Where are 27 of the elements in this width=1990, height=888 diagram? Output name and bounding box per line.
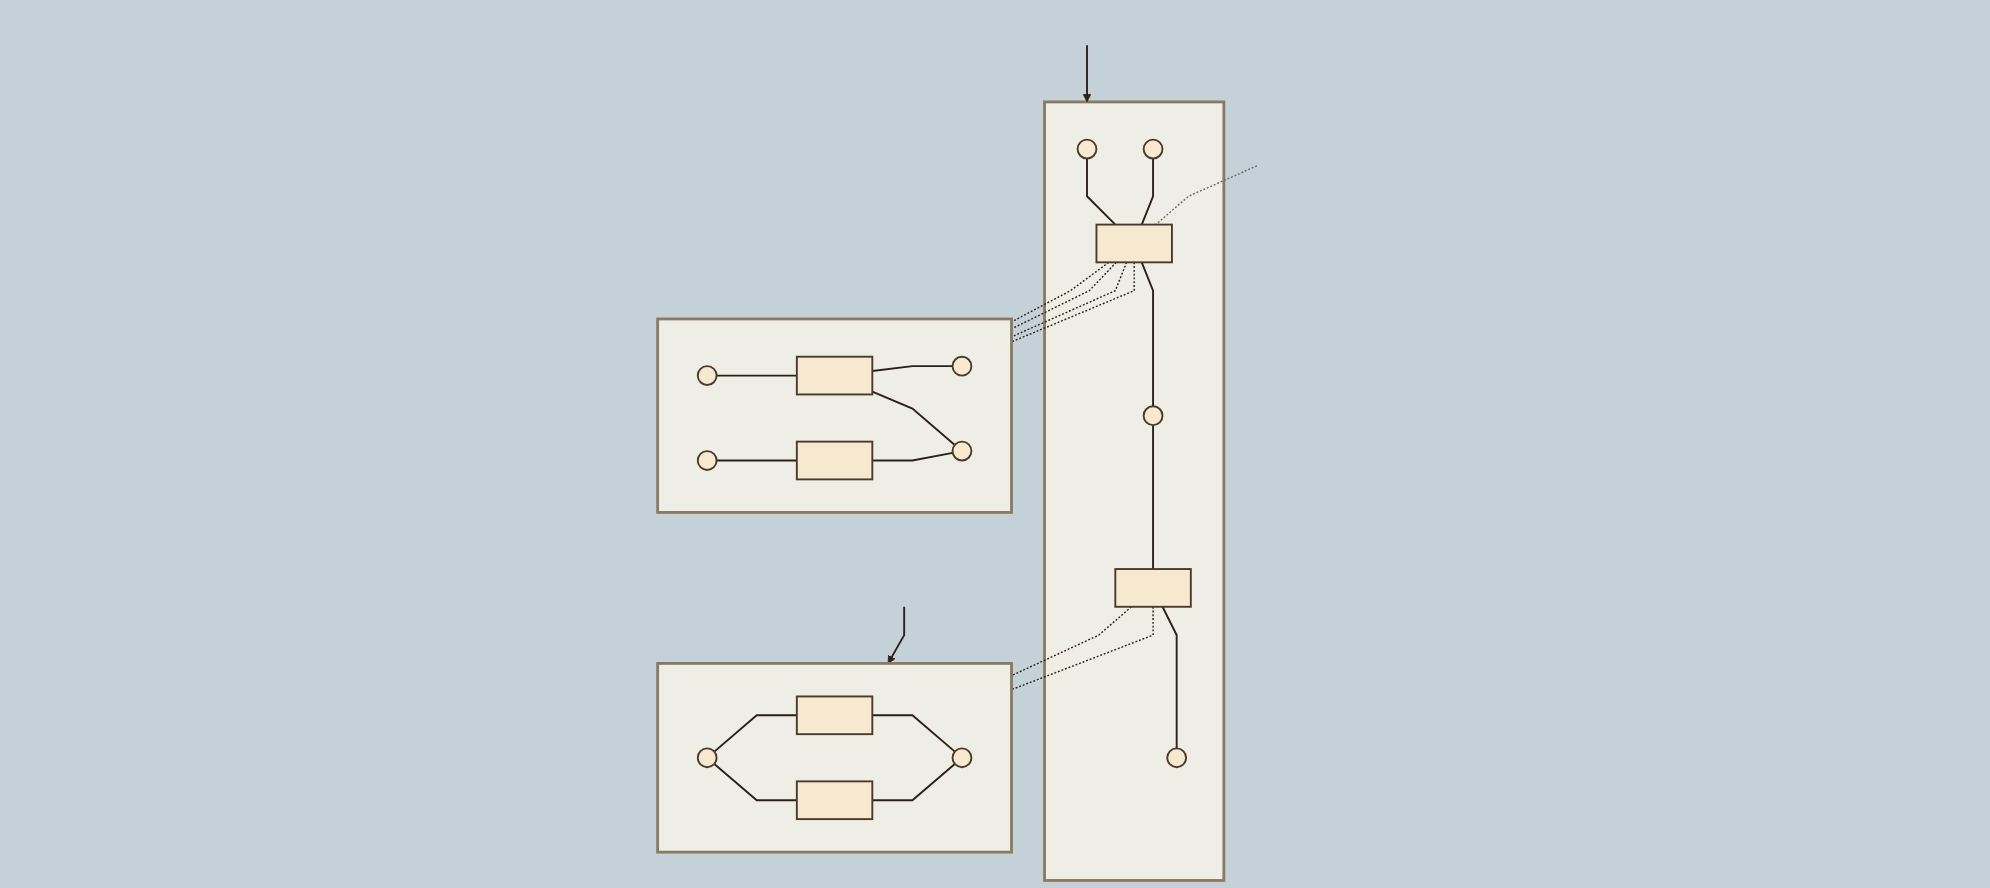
node-box	[1095, 223, 1173, 264]
node-circle	[1142, 138, 1164, 160]
node-circle	[696, 747, 718, 769]
cluster	[1043, 100, 1226, 882]
node-circle	[1076, 138, 1098, 160]
node-circle	[696, 450, 718, 471]
cluster	[656, 317, 1013, 514]
node-circle	[951, 440, 973, 462]
connector	[1140, 261, 1154, 408]
node-box	[795, 440, 874, 481]
cluster	[656, 662, 1013, 854]
node-box	[795, 780, 874, 821]
node-box	[795, 355, 874, 396]
node-circle	[951, 355, 973, 377]
connector	[1161, 605, 1178, 750]
connector	[1155, 165, 1258, 226]
node-circle	[1166, 747, 1188, 769]
connector	[1140, 157, 1154, 226]
connector	[1152, 424, 1154, 570]
arrow	[1082, 44, 1092, 103]
node-circle	[696, 365, 718, 386]
node-circle	[1142, 405, 1164, 427]
node-circle	[951, 747, 973, 769]
node-box	[795, 695, 874, 736]
connector	[1086, 157, 1117, 226]
node-box	[1114, 568, 1192, 608]
arrow	[887, 605, 906, 664]
